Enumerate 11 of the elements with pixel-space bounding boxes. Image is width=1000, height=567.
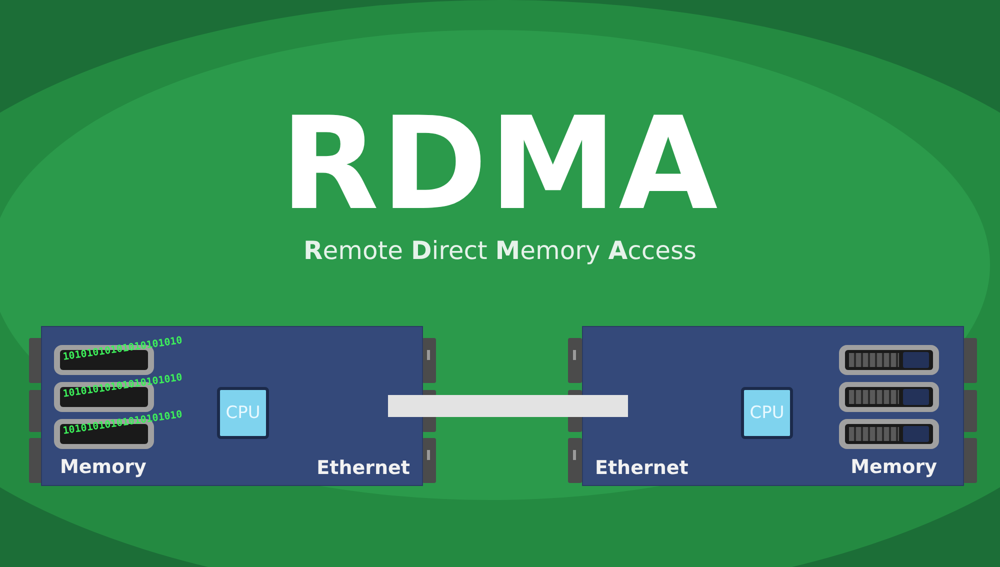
- node-label: Memory: [60, 456, 146, 478]
- node-label: Ethernet: [595, 457, 688, 479]
- cpu-chip: CPU: [217, 387, 269, 439]
- cable: [422, 395, 583, 417]
- node-label: Ethernet: [316, 457, 410, 479]
- server-box: [42, 327, 422, 485]
- cpu-chip: CPU: [741, 387, 793, 439]
- server-box: [583, 327, 963, 485]
- subtitle: Remote Direct Memory Access: [304, 236, 696, 265]
- node-label: Memory: [850, 456, 937, 478]
- title: RDMA: [279, 95, 721, 235]
